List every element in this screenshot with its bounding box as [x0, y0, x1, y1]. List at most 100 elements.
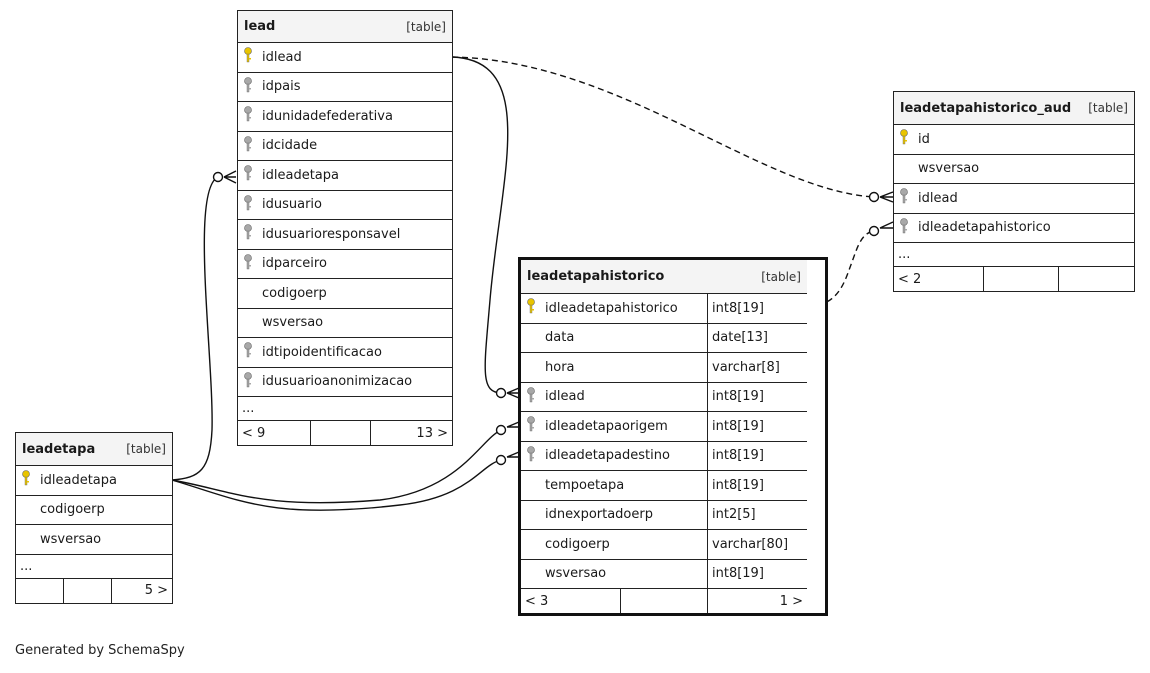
column-row[interactable]: idleadetapa [238, 161, 452, 191]
foreign-key-icon [238, 371, 258, 392]
column-name: idleadetapahistorico [918, 220, 1051, 236]
foreign-key-icon [238, 253, 258, 274]
column-name: idleadetapahistorico [545, 300, 678, 316]
footer-right[interactable]: 13 > [416, 425, 448, 441]
primary-key-icon [894, 129, 914, 149]
column-name: wsversao [545, 566, 607, 582]
column-row[interactable]: wsversao int8[19] [521, 559, 807, 589]
column-type: date[13] [707, 323, 807, 352]
column-row[interactable]: idlead [238, 43, 452, 73]
column-name: idparceiro [262, 256, 327, 272]
column-row[interactable]: idparceiro [238, 250, 452, 279]
column-row[interactable]: codigoerp [238, 279, 452, 309]
footer-right[interactable] [1059, 267, 1134, 291]
primary-key-icon [16, 470, 36, 490]
footer-mid [64, 578, 112, 603]
column-row[interactable]: wsversao [894, 155, 1134, 184]
foreign-key-icon [521, 416, 541, 436]
column-row[interactable]: idusuarioresponsavel [238, 220, 452, 250]
foreign-key-icon [238, 76, 258, 97]
column-name: tempoetapa [545, 477, 625, 493]
table-leadetapahistorico[interactable]: leadetapahistorico [table] idleadetapahi… [518, 257, 828, 616]
column-row[interactable]: idleadetapa [16, 466, 172, 496]
footer-mid [984, 267, 1059, 291]
generated-by-credit: Generated by SchemaSpy [15, 643, 185, 658]
column-row[interactable]: idunidadefederativa [238, 102, 452, 132]
footer-left[interactable]: < 9 [238, 421, 311, 445]
foreign-key-icon [238, 224, 258, 244]
column-name: codigoerp [262, 285, 327, 301]
column-row[interactable]: idusuario [238, 191, 452, 220]
rel-leadetapa-to-destino [171, 459, 502, 511]
column-row[interactable]: codigoerp varchar[80] [521, 530, 807, 560]
foreign-key-icon [521, 386, 541, 407]
rel-lead-to-leadetapahistorico [451, 56, 509, 394]
primary-key-icon [238, 47, 258, 67]
column-name: idusuarioanonimizacao [262, 374, 413, 390]
column-name: idunidadefederativa [262, 108, 393, 124]
table-name: leadetapahistorico [527, 269, 665, 284]
table-kind: [table] [126, 442, 166, 456]
footer-right[interactable]: 1 > [779, 593, 803, 609]
column-row[interactable]: idlead [894, 184, 1134, 214]
column-name: idcidade [262, 138, 318, 154]
column-name: idleadetapadestino [545, 448, 670, 464]
table-footer: < 2 [894, 267, 1134, 291]
column-row[interactable]: idtipoidentificacao [238, 338, 452, 368]
column-type: varchar[80] [707, 530, 807, 559]
column-name: idusuarioresponsavel [262, 226, 401, 242]
footer-right[interactable]: 5 > [144, 583, 168, 598]
footer-left[interactable] [16, 578, 64, 603]
table-footer: < 9 13 > [238, 421, 452, 445]
table-footer: < 3 1 > [521, 589, 807, 613]
footer-mid [621, 589, 708, 613]
column-name: idtipoidentificacao [262, 344, 382, 360]
column-type: varchar[8] [707, 353, 807, 382]
crowsfoot-mark [879, 221, 894, 229]
foreign-key-icon [894, 188, 914, 208]
column-row[interactable]: idusuarioanonimizacao [238, 368, 452, 397]
column-name: idlead [262, 49, 302, 65]
footer-left[interactable]: < 3 [521, 589, 621, 613]
table-header: leadetapa [table] [16, 433, 172, 466]
crowsfoot-mark [223, 170, 237, 184]
column-row[interactable]: wsversao [238, 309, 452, 338]
more-columns: ... [16, 555, 172, 579]
table-header: lead [table] [238, 11, 452, 43]
column-name: codigoerp [545, 536, 610, 552]
column-type: int2[5] [707, 500, 807, 529]
foreign-key-icon [238, 106, 258, 126]
column-type: int8[19] [707, 559, 807, 588]
foreign-key-icon [521, 445, 541, 466]
table-kind: [table] [761, 269, 801, 284]
column-row[interactable]: idpais [238, 73, 452, 102]
column-type: int8[19] [707, 382, 807, 411]
table-header: leadetapahistorico [table] [521, 260, 807, 294]
column-name: idpais [262, 79, 301, 95]
column-row[interactable]: wsversao [16, 525, 172, 555]
crowsfoot-circle [868, 191, 880, 203]
column-name: wsversao [918, 161, 980, 177]
crowsfoot-circle [495, 387, 507, 399]
column-row[interactable]: codigoerp [16, 496, 172, 525]
column-row[interactable]: id [894, 125, 1134, 155]
rel-lead-to-aud [451, 56, 875, 198]
table-lead[interactable]: lead [table] idlead idpais idunidadefedera… [237, 10, 453, 446]
column-list: idlead idpais idunidadefederativa idcidade i… [238, 43, 452, 397]
column-name: idusuario [262, 197, 322, 213]
column-row[interactable]: idcidade [238, 132, 452, 161]
column-row[interactable]: idleadetapahistorico [894, 214, 1134, 243]
footer-left[interactable]: < 2 [894, 267, 984, 291]
